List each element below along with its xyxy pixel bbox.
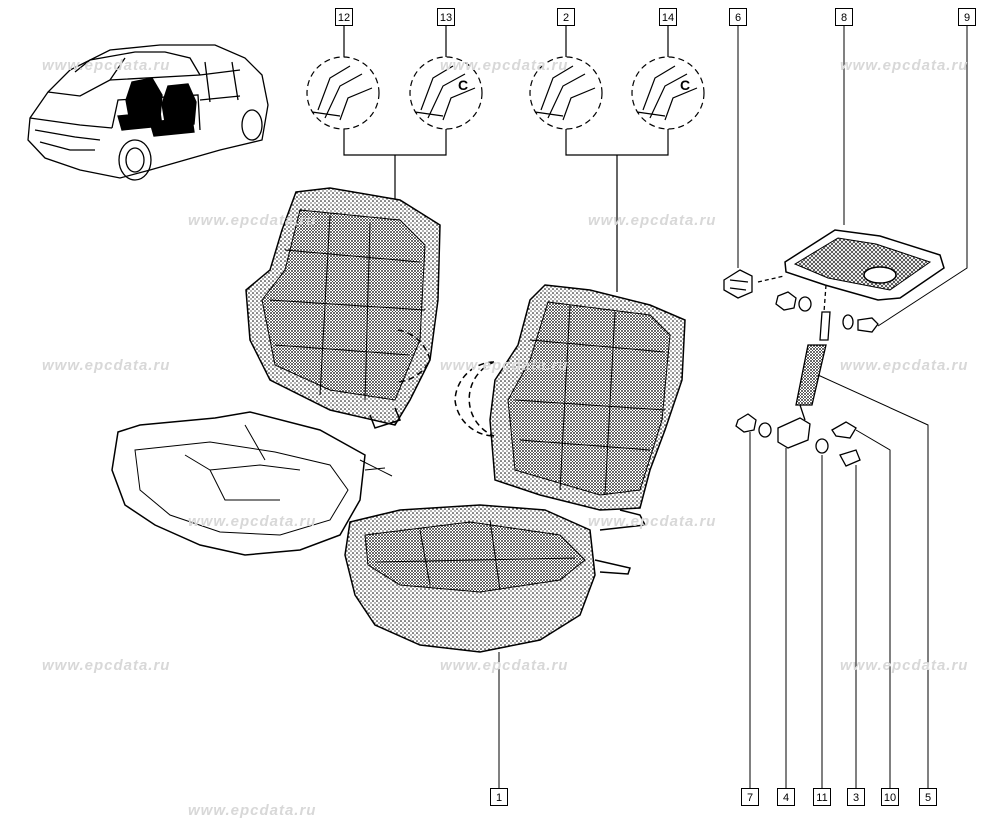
callout-12[interactable]: 12 bbox=[335, 8, 353, 26]
callout-10[interactable]: 10 bbox=[881, 788, 899, 806]
callout-13[interactable]: 13 bbox=[437, 8, 455, 26]
seat-cushion-foam bbox=[344, 504, 631, 653]
upper-fasteners bbox=[775, 291, 879, 333]
callout-5[interactable]: 5 bbox=[919, 788, 937, 806]
callout-7[interactable]: 7 bbox=[741, 788, 759, 806]
callout-6[interactable]: 6 bbox=[729, 8, 747, 26]
detail-circle-2 bbox=[529, 56, 603, 130]
callout-8[interactable]: 8 bbox=[835, 8, 853, 26]
seat-tray bbox=[784, 229, 945, 301]
detail-circle-14 bbox=[631, 56, 705, 130]
leader-lines bbox=[498, 25, 968, 790]
detail-circle-12 bbox=[306, 56, 380, 130]
clip-part-6 bbox=[723, 269, 785, 299]
callout-11[interactable]: 11 bbox=[813, 788, 831, 806]
callout-14[interactable]: 14 bbox=[659, 8, 677, 26]
callout-1[interactable]: 1 bbox=[490, 788, 508, 806]
seat-cushion-cover bbox=[111, 411, 393, 556]
vehicle-illustration bbox=[27, 44, 269, 181]
callout-2[interactable]: 2 bbox=[557, 8, 575, 26]
backrest-left bbox=[245, 187, 441, 429]
detail-mark-c-2: C bbox=[680, 77, 690, 93]
lower-fasteners bbox=[735, 413, 861, 467]
callout-3[interactable]: 3 bbox=[847, 788, 865, 806]
detail-circle-13 bbox=[409, 56, 483, 130]
detail-views bbox=[306, 25, 705, 292]
callout-4[interactable]: 4 bbox=[777, 788, 795, 806]
callout-9[interactable]: 9 bbox=[958, 8, 976, 26]
detail-mark-c-1: C bbox=[458, 77, 468, 93]
gas-strut bbox=[795, 284, 831, 421]
backrest-right bbox=[454, 284, 686, 531]
